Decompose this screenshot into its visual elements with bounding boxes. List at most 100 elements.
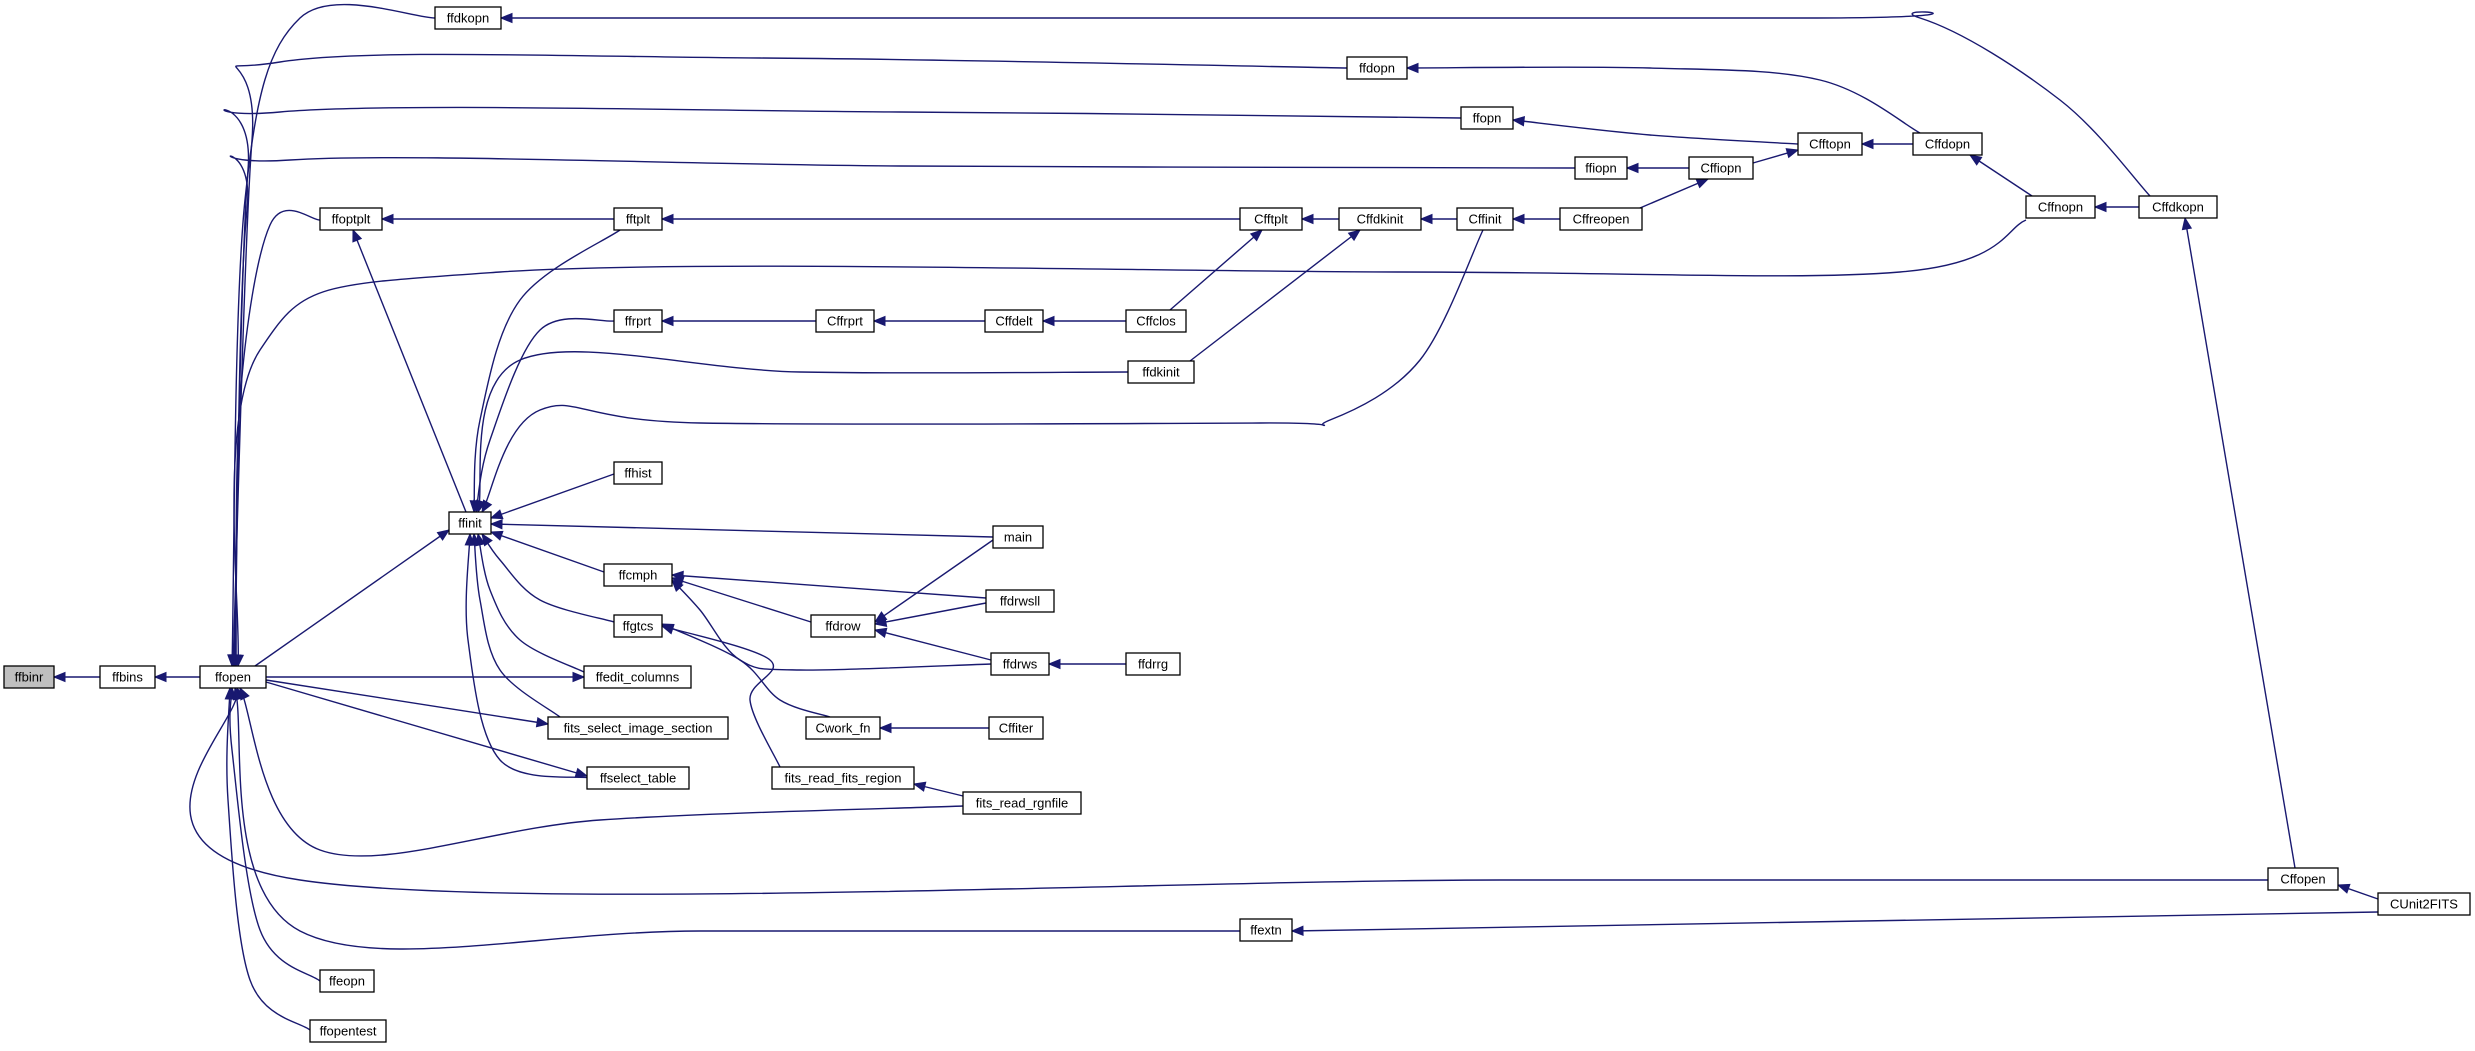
node-main[interactable]: main bbox=[992, 525, 1044, 549]
node-fits_select_image_section[interactable]: fits_select_image_section bbox=[547, 716, 729, 740]
node-ffdkopn[interactable]: ffdkopn bbox=[434, 6, 502, 30]
node-box[interactable] bbox=[1460, 106, 1514, 130]
node-box[interactable] bbox=[309, 1019, 387, 1043]
node-Cffdelt[interactable]: Cffdelt bbox=[984, 309, 1044, 333]
node-ffedit_columns[interactable]: ffedit_columns bbox=[583, 665, 692, 689]
node-box[interactable] bbox=[613, 207, 663, 231]
node-ffdrws[interactable]: ffdrws bbox=[990, 652, 1050, 676]
node-fits_read_rgnfile[interactable]: fits_read_rgnfile bbox=[962, 791, 1082, 815]
node-box[interactable] bbox=[603, 563, 673, 587]
node-box[interactable] bbox=[1239, 207, 1303, 231]
node-box[interactable] bbox=[2138, 195, 2218, 219]
node-box[interactable] bbox=[547, 716, 729, 740]
node-box[interactable] bbox=[319, 207, 383, 231]
node-label: ffedit_columns bbox=[596, 670, 680, 685]
node-Cffiopn[interactable]: Cffiopn bbox=[1688, 156, 1754, 180]
node-box[interactable] bbox=[613, 309, 663, 333]
node-ffdopn[interactable]: ffdopn bbox=[1346, 56, 1408, 80]
node-ffselect_table[interactable]: ffselect_table bbox=[586, 766, 690, 790]
node-Cffdkinit[interactable]: Cffdkinit bbox=[1338, 207, 1422, 231]
node-box[interactable] bbox=[1456, 207, 1514, 231]
node-box[interactable] bbox=[3, 665, 55, 689]
node-box[interactable] bbox=[810, 614, 876, 638]
node-box[interactable] bbox=[199, 665, 267, 689]
edge-line bbox=[265, 681, 588, 777]
edge-line bbox=[661, 625, 781, 768]
node-box[interactable] bbox=[992, 525, 1044, 549]
node-Cfftopn[interactable]: Cfftopn bbox=[1797, 132, 1863, 156]
node-box[interactable] bbox=[99, 665, 156, 689]
node-box[interactable] bbox=[2267, 867, 2339, 891]
node-label: Cffclos bbox=[1136, 314, 1176, 329]
node-ffopentest[interactable]: ffopentest bbox=[309, 1019, 387, 1043]
node-box[interactable] bbox=[613, 461, 663, 485]
node-Cffdkopn[interactable]: Cffdkopn bbox=[2138, 195, 2218, 219]
node-Cffiter[interactable]: Cffiter bbox=[988, 716, 1044, 740]
node-ffgtcs[interactable]: ffgtcs bbox=[613, 614, 663, 638]
node-box[interactable] bbox=[1239, 918, 1293, 942]
node-Cffinit[interactable]: Cffinit bbox=[1456, 207, 1514, 231]
node-box[interactable] bbox=[988, 716, 1044, 740]
node-box[interactable] bbox=[448, 511, 492, 535]
node-box[interactable] bbox=[1125, 652, 1181, 676]
node-box[interactable] bbox=[1912, 132, 1983, 156]
node-box[interactable] bbox=[1559, 207, 1643, 231]
node-Cffopen[interactable]: Cffopen bbox=[2267, 867, 2339, 891]
node-box[interactable] bbox=[1125, 309, 1187, 333]
node-ffopen[interactable]: ffopen bbox=[199, 665, 267, 689]
node-box[interactable] bbox=[1338, 207, 1422, 231]
arrowhead-icon bbox=[1968, 154, 1983, 166]
node-ffextn[interactable]: ffextn bbox=[1239, 918, 1293, 942]
edge-ffhist-to-ffinit bbox=[489, 473, 615, 520]
node-box[interactable] bbox=[805, 716, 881, 740]
node-ffiopn[interactable]: ffiopn bbox=[1574, 156, 1628, 180]
node-box[interactable] bbox=[1797, 132, 1863, 156]
node-box[interactable] bbox=[985, 589, 1055, 613]
node-Cffreopen[interactable]: Cffreopen bbox=[1559, 207, 1643, 231]
node-fftplt[interactable]: fftplt bbox=[613, 207, 663, 231]
node-box[interactable] bbox=[771, 766, 915, 790]
edge-line bbox=[234, 687, 1240, 950]
node-ffdkinit[interactable]: ffdkinit bbox=[1127, 360, 1195, 384]
node-ffrprt[interactable]: ffrprt bbox=[613, 309, 663, 333]
node-box[interactable] bbox=[613, 614, 663, 638]
edge-ffdkinit-to-Cffdkinit bbox=[1189, 229, 1362, 362]
node-CUnit2FITS[interactable]: CUnit2FITS bbox=[2377, 892, 2471, 916]
node-box[interactable] bbox=[1346, 56, 1408, 80]
node-box[interactable] bbox=[1127, 360, 1195, 384]
edge-Cffclos-to-Cfftplt bbox=[1169, 229, 1263, 311]
node-box[interactable] bbox=[586, 766, 690, 790]
node-ffoptplt[interactable]: ffoptplt bbox=[319, 207, 383, 231]
arrowhead-icon bbox=[660, 624, 675, 635]
node-ffdrow[interactable]: ffdrow bbox=[810, 614, 876, 638]
node-ffeopn[interactable]: ffeopn bbox=[319, 969, 375, 993]
node-ffhist[interactable]: ffhist bbox=[613, 461, 663, 485]
node-Cfftplt[interactable]: Cfftplt bbox=[1239, 207, 1303, 231]
node-Cffrprt[interactable]: Cffrprt bbox=[815, 309, 875, 333]
node-box[interactable] bbox=[319, 969, 375, 993]
node-ffdrrg[interactable]: ffdrrg bbox=[1125, 652, 1181, 676]
node-ffdrwsll[interactable]: ffdrwsll bbox=[985, 589, 1055, 613]
node-box[interactable] bbox=[583, 665, 692, 689]
node-ffbinr[interactable]: ffbinr bbox=[3, 665, 55, 689]
node-Cwork_fn[interactable]: Cwork_fn bbox=[805, 716, 881, 740]
node-box[interactable] bbox=[2025, 195, 2096, 219]
node-box[interactable] bbox=[984, 309, 1044, 333]
node-ffbins[interactable]: ffbins bbox=[99, 665, 156, 689]
node-box[interactable] bbox=[434, 6, 502, 30]
node-Cffnopn[interactable]: Cffnopn bbox=[2025, 195, 2096, 219]
node-Cffclos[interactable]: Cffclos bbox=[1125, 309, 1187, 333]
node-Cffdopn[interactable]: Cffdopn bbox=[1912, 132, 1983, 156]
node-box[interactable] bbox=[2377, 892, 2471, 916]
node-box[interactable] bbox=[962, 791, 1082, 815]
node-box[interactable] bbox=[815, 309, 875, 333]
node-ffinit[interactable]: ffinit bbox=[448, 511, 492, 535]
node-ffcmph[interactable]: ffcmph bbox=[603, 563, 673, 587]
edge-ffbins-to-ffbinr bbox=[52, 671, 100, 683]
node-box[interactable] bbox=[1574, 156, 1628, 180]
edge-line bbox=[501, 11, 2151, 197]
node-ffopn[interactable]: ffopn bbox=[1460, 106, 1514, 130]
node-fits_read_fits_region[interactable]: fits_read_fits_region bbox=[771, 766, 915, 790]
node-box[interactable] bbox=[990, 652, 1050, 676]
node-box[interactable] bbox=[1688, 156, 1754, 180]
